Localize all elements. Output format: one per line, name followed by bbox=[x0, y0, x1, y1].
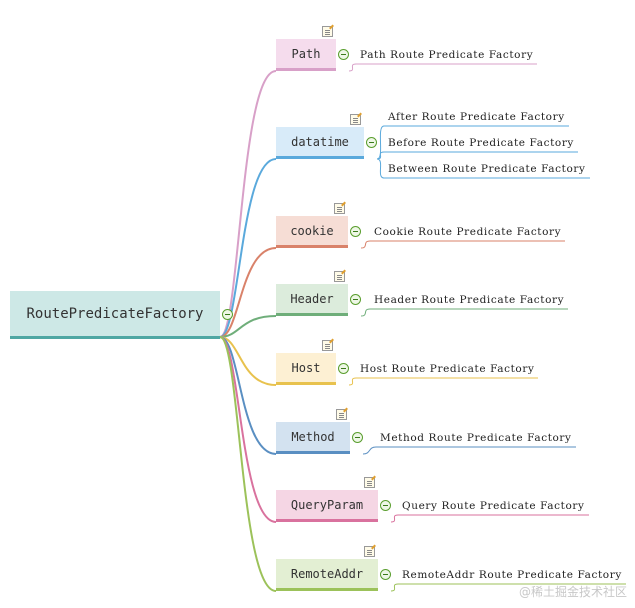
collapse-icon[interactable] bbox=[380, 500, 391, 511]
root-collapse-icon[interactable] bbox=[222, 309, 233, 320]
leaf-connector bbox=[348, 377, 357, 386]
branch-label: cookie bbox=[290, 223, 334, 238]
leaf-node[interactable]: Query Route Predicate Factory bbox=[402, 500, 585, 512]
note-icon[interactable] bbox=[336, 409, 347, 420]
leaf-node[interactable]: RemoteAddr Route Predicate Factory bbox=[402, 569, 622, 581]
connector-method bbox=[219, 336, 277, 455]
note-icon[interactable] bbox=[334, 271, 345, 282]
note-icon[interactable] bbox=[364, 546, 375, 557]
leaf-connector bbox=[348, 63, 357, 72]
connector-remoteaddr bbox=[219, 336, 277, 592]
leaf-connector bbox=[376, 158, 385, 179]
branch-label: RemoteAddr bbox=[290, 566, 364, 581]
note-icon[interactable] bbox=[350, 114, 361, 125]
root-node[interactable]: RoutePredicateFactory bbox=[10, 291, 220, 339]
leaf-connector bbox=[376, 151, 385, 160]
branch-node-header[interactable]: Header bbox=[276, 284, 348, 316]
leaf-node[interactable]: Path Route Predicate Factory bbox=[360, 49, 534, 61]
branch-label: Method bbox=[291, 429, 335, 444]
connector-datatime bbox=[219, 158, 277, 338]
branch-node-cookie[interactable]: cookie bbox=[276, 216, 348, 248]
branch-node-host[interactable]: Host bbox=[276, 353, 336, 385]
branch-node-method[interactable]: Method bbox=[276, 422, 350, 454]
leaf-node[interactable]: Header Route Predicate Factory bbox=[374, 294, 565, 306]
leaf-connector bbox=[390, 583, 399, 592]
root-label: RoutePredicateFactory bbox=[26, 305, 204, 322]
connector-cookie bbox=[219, 247, 277, 338]
note-icon[interactable] bbox=[364, 477, 375, 488]
connector-host bbox=[219, 336, 277, 386]
collapse-icon[interactable] bbox=[350, 294, 361, 305]
branch-node-datatime[interactable]: datatime bbox=[276, 127, 364, 159]
collapse-icon[interactable] bbox=[366, 137, 377, 148]
watermark: @稀土掘金技术社区 bbox=[518, 585, 627, 599]
leaf-connector bbox=[376, 125, 385, 160]
leaf-node[interactable]: Before Route Predicate Factory bbox=[388, 137, 574, 149]
leaf-node[interactable]: Between Route Predicate Factory bbox=[388, 163, 586, 175]
branch-node-path[interactable]: Path bbox=[276, 39, 336, 71]
note-icon[interactable] bbox=[322, 340, 333, 351]
connector-header bbox=[219, 315, 277, 338]
leaf-node[interactable]: Host Route Predicate Factory bbox=[360, 363, 535, 375]
connector-queryparam bbox=[219, 336, 277, 523]
branch-label: Header bbox=[290, 291, 334, 306]
leaf-connector bbox=[390, 514, 399, 523]
collapse-icon[interactable] bbox=[352, 432, 363, 443]
collapse-icon[interactable] bbox=[338, 49, 349, 60]
connector-path bbox=[219, 70, 277, 338]
branch-label: datatime bbox=[291, 134, 349, 149]
branch-label: QueryParam bbox=[290, 497, 364, 512]
branch-node-queryparam[interactable]: QueryParam bbox=[276, 490, 378, 522]
leaf-node[interactable]: Method Route Predicate Factory bbox=[380, 432, 572, 444]
collapse-icon[interactable] bbox=[338, 363, 349, 374]
leaf-connector bbox=[360, 240, 371, 249]
leaf-connector bbox=[360, 308, 371, 317]
note-icon[interactable] bbox=[334, 203, 345, 214]
branch-label: Path bbox=[291, 46, 321, 61]
branch-node-remoteaddr[interactable]: RemoteAddr bbox=[276, 559, 378, 591]
leaf-connector bbox=[362, 446, 377, 455]
collapse-icon[interactable] bbox=[380, 569, 391, 580]
branch-label: Host bbox=[291, 360, 321, 375]
leaf-node[interactable]: After Route Predicate Factory bbox=[388, 111, 565, 123]
leaf-node[interactable]: Cookie Route Predicate Factory bbox=[374, 226, 562, 238]
collapse-icon[interactable] bbox=[350, 226, 361, 237]
note-icon[interactable] bbox=[322, 26, 333, 37]
